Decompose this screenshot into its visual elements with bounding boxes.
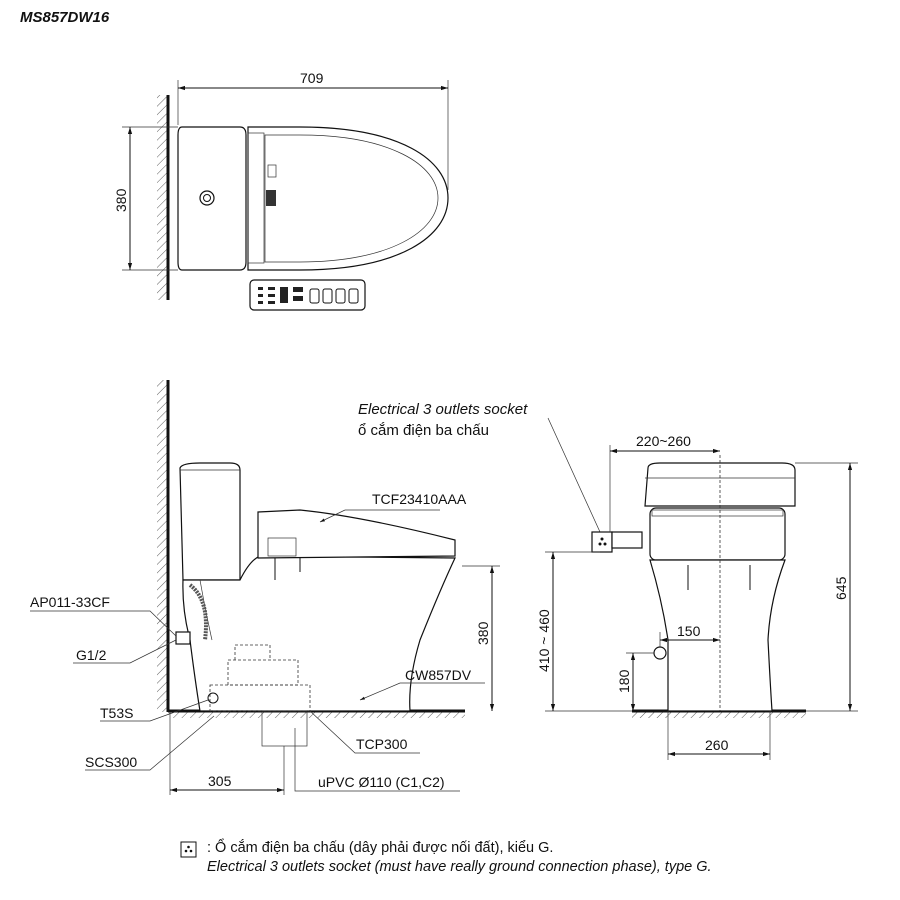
- label-drain-pipe: uPVC Ø110 (C1,C2): [318, 774, 445, 790]
- legend-line-vi: : Ổ cắm điện ba chấu (dây phải được nối …: [207, 840, 554, 856]
- socket-icon: [591, 531, 613, 553]
- dim-inlet-offset: 150: [677, 623, 701, 639]
- remote-control: [249, 279, 366, 311]
- label-scs300: SCS300: [85, 754, 137, 770]
- bowl-front: [649, 559, 786, 712]
- inlet-valve: [653, 646, 667, 660]
- stop-valve: [175, 631, 191, 645]
- label-bowl-model: CW857DV: [405, 667, 472, 683]
- seat-side: [257, 509, 456, 559]
- top-view: 709 380: [113, 70, 449, 311]
- front-view: Electrical 3 outlets socket ổ cắm điện b…: [358, 401, 858, 760]
- socket-label-vi: ổ cắm điện ba chấu: [358, 422, 489, 439]
- side-view: 380 305 TCF23410AAA AP011-33CF G1/2 T53S…: [30, 380, 500, 795]
- socket-label-en: Electrical 3 outlets socket: [358, 401, 528, 418]
- model-title: MS857DW16: [20, 9, 110, 26]
- dim-length: 709: [300, 70, 324, 86]
- label-valve: AP011-33CF: [30, 594, 110, 610]
- dim-seat-height: 380: [475, 621, 491, 645]
- label-flange: TCP300: [356, 736, 408, 752]
- drain-pipe: [261, 710, 308, 747]
- dim-width: 380: [113, 188, 129, 212]
- label-seat-model: TCF23410AAA: [372, 491, 467, 507]
- dim-base-width: 260: [705, 737, 729, 753]
- dim-rough-in: 305: [208, 773, 232, 789]
- seat-lid-top: [247, 126, 449, 271]
- tank-front: [644, 462, 796, 507]
- dim-inlet-height: 180: [616, 669, 632, 693]
- dim-socket-offset: 220~260: [636, 433, 691, 449]
- label-t53s: T53S: [100, 705, 133, 721]
- label-inlet: G1/2: [76, 647, 107, 663]
- dim-socket-height: 410 ~ 460: [536, 609, 552, 672]
- socket-legend-icon: [180, 841, 197, 858]
- flush-button: [199, 190, 215, 206]
- dim-total-height: 645: [833, 576, 849, 600]
- tank-side: [179, 462, 241, 581]
- wall-hatch: [157, 95, 167, 300]
- legend-line-en: Electrical 3 outlets socket (must have r…: [207, 859, 712, 875]
